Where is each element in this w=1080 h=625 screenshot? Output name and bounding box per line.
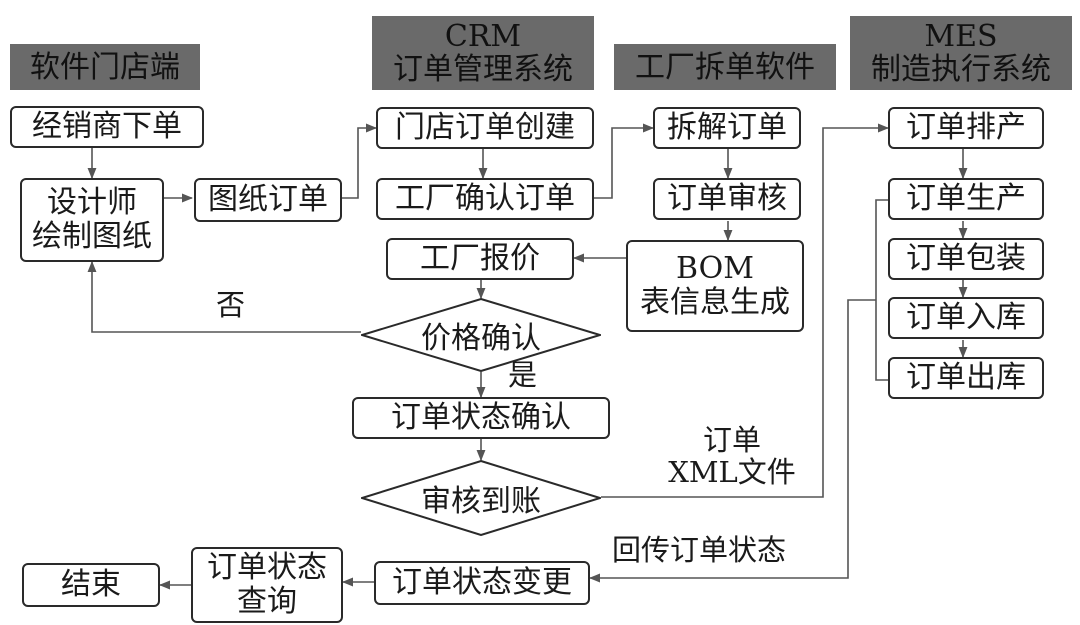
node-designer-draw: 设计师 绘制图纸 <box>20 178 164 262</box>
decision-audit-payment-shape <box>361 460 601 536</box>
node-drawing-order: 图纸订单 <box>194 178 342 222</box>
node-store-order-create: 门店订单创建 <box>376 107 594 149</box>
label-xml-file: 订单 XML文件 <box>652 423 812 489</box>
decision-price-confirm-shape <box>361 298 601 372</box>
decision-price-confirm: 价格确认 <box>361 298 601 372</box>
edge-confirm-to-split <box>592 123 655 199</box>
lane-header-mes: MES 制造执行系统 <box>850 16 1072 90</box>
node-order-status-confirm: 订单状态确认 <box>352 397 610 439</box>
lane-header-store-text: 软件门店端 <box>30 49 180 85</box>
lane-header-mes-line2: 制造执行系统 <box>871 52 1051 87</box>
node-designer-draw-line1: 设计师 <box>47 185 137 221</box>
node-dealer-order: 经销商下单 <box>10 106 204 148</box>
node-bom: BOM 表信息生成 <box>626 240 804 332</box>
edge-drawing-to-store-create <box>342 123 378 199</box>
node-status-query-line2: 查询 <box>237 584 297 619</box>
node-status-query: 订单状态 查询 <box>191 547 343 623</box>
label-yes: 是 <box>508 358 538 392</box>
edge-mes-collector <box>875 199 888 381</box>
label-return-status: 回传订单状态 <box>612 533 787 567</box>
node-split-order: 拆解订单 <box>653 107 801 149</box>
node-bom-line2: 表信息生成 <box>640 285 790 320</box>
decision-price-confirm-text: 价格确认 <box>421 321 541 356</box>
lane-header-factory: 工厂拆单软件 <box>614 44 836 90</box>
node-production: 订单生产 <box>888 178 1044 220</box>
lane-header-crm-line1: CRM <box>444 19 522 54</box>
node-status-query-line1: 订单状态 <box>207 550 327 586</box>
decision-audit-payment-text: 审核到账 <box>421 484 541 519</box>
node-bom-line1: BOM <box>676 251 754 287</box>
node-status-change: 订单状态变更 <box>374 561 590 605</box>
label-xml-file-line1: 订单 <box>702 423 761 457</box>
decision-audit-payment: 审核到账 <box>361 460 601 536</box>
node-designer-draw-line2: 绘制图纸 <box>32 219 152 254</box>
label-xml-file-line2: XML文件 <box>668 454 796 489</box>
lane-header-store: 软件门店端 <box>10 44 200 90</box>
node-scheduling: 订单排产 <box>888 107 1044 149</box>
lane-header-crm: CRM 订单管理系统 <box>372 16 594 90</box>
node-warehousing: 订单入库 <box>888 297 1044 339</box>
lane-header-mes-line1: MES <box>924 19 998 54</box>
lane-header-crm-line2: 订单管理系统 <box>393 52 573 87</box>
node-packaging: 订单包装 <box>888 238 1044 280</box>
node-factory-confirm: 工厂确认订单 <box>376 178 594 220</box>
label-no: 否 <box>216 288 246 322</box>
node-order-audit: 订单审核 <box>653 178 801 220</box>
node-outbound: 订单出库 <box>888 357 1044 399</box>
node-factory-quote: 工厂报价 <box>386 238 574 280</box>
lane-header-factory-text: 工厂拆单软件 <box>635 49 815 85</box>
node-end: 结束 <box>22 563 160 607</box>
